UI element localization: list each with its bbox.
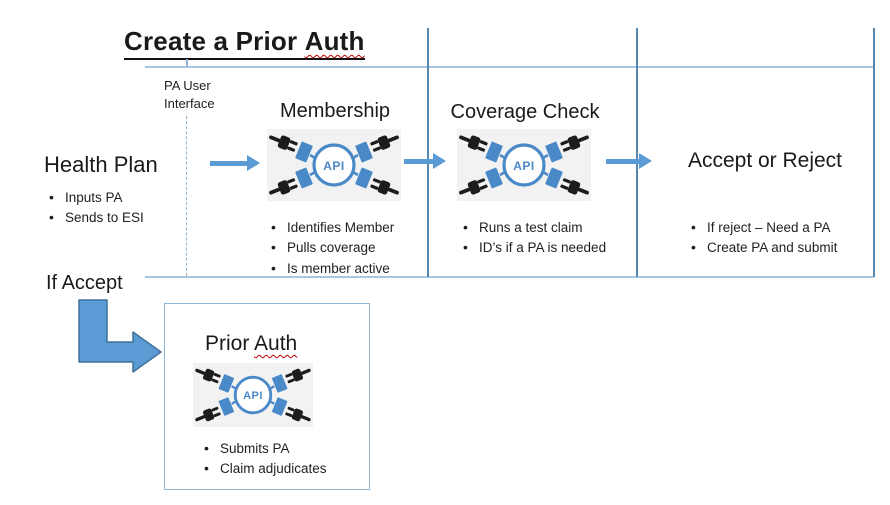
prior-auth-heading-main: Prior: [205, 332, 250, 355]
membership-api-icon: API: [267, 129, 401, 201]
prior-auth-bullets: Submits PA Claim adjudicates: [201, 438, 361, 480]
api-icon-label: API: [243, 389, 263, 402]
lane-dashed-divider: [186, 116, 187, 276]
health-plan-bullets: Inputs PA Sends to ESI: [46, 187, 144, 229]
coverage-check-api-icon: API: [457, 129, 591, 201]
page-title-main: Create a Prior: [124, 26, 298, 56]
arrow-membership-to-coverage: [404, 153, 446, 169]
column-divider-3: [873, 28, 875, 277]
if-accept-label: If Accept: [46, 272, 123, 294]
arrow-health-to-membership: [210, 155, 260, 171]
bullet-item: Inputs PA: [46, 187, 144, 208]
column-divider-2: [636, 28, 638, 277]
lane-bottom-line: [145, 276, 874, 278]
coverage-check-heading: Coverage Check: [450, 101, 600, 123]
membership-heading: Membership: [279, 100, 391, 122]
bullet-item: Pulls coverage: [268, 237, 426, 258]
page-title-flagged-word: Auth: [304, 26, 365, 56]
health-plan-heading: Health Plan: [44, 152, 158, 177]
bullet-item: Claim adjudicates: [201, 458, 361, 479]
api-icon-label: API: [513, 158, 535, 173]
prior-auth-heading-flagged-word: Auth: [254, 332, 298, 355]
accept-reject-heading: Accept or Reject: [687, 149, 843, 172]
column-divider-1: [427, 28, 429, 277]
bent-arrow-down-right: [78, 299, 162, 373]
api-icon-label: API: [323, 158, 345, 173]
bullet-item: Submits PA: [201, 438, 361, 459]
bullet-item: Sends to ESI: [46, 207, 144, 228]
bullet-item: Is member active: [268, 257, 426, 278]
bullet-item: If reject – Need a PA: [688, 217, 868, 238]
bullet-item: Identifies Member: [268, 217, 426, 238]
prior-auth-api-icon: API: [193, 363, 313, 427]
bullet-item: Create PA and submit: [688, 237, 868, 258]
arrow-coverage-to-accept: [606, 153, 652, 169]
coverage-check-bullets: Runs a test claim ID’s if a PA is needed: [460, 217, 608, 259]
bullet-item: Runs a test claim: [460, 217, 608, 238]
accept-reject-bullets: If reject – Need a PA Create PA and subm…: [688, 217, 868, 259]
prior-auth-box: Prior Auth API Submits PA Claim adjudica…: [164, 303, 370, 490]
membership-bullets: Identifies Member Pulls coverage Is memb…: [268, 217, 426, 279]
prior-auth-heading: Prior Auth: [205, 332, 297, 356]
bullet-item: ID’s if a PA is needed: [460, 237, 608, 258]
lane-label: PA User Interface: [164, 78, 215, 112]
lane-top-line: [145, 66, 874, 68]
lane-tick: [186, 59, 188, 67]
